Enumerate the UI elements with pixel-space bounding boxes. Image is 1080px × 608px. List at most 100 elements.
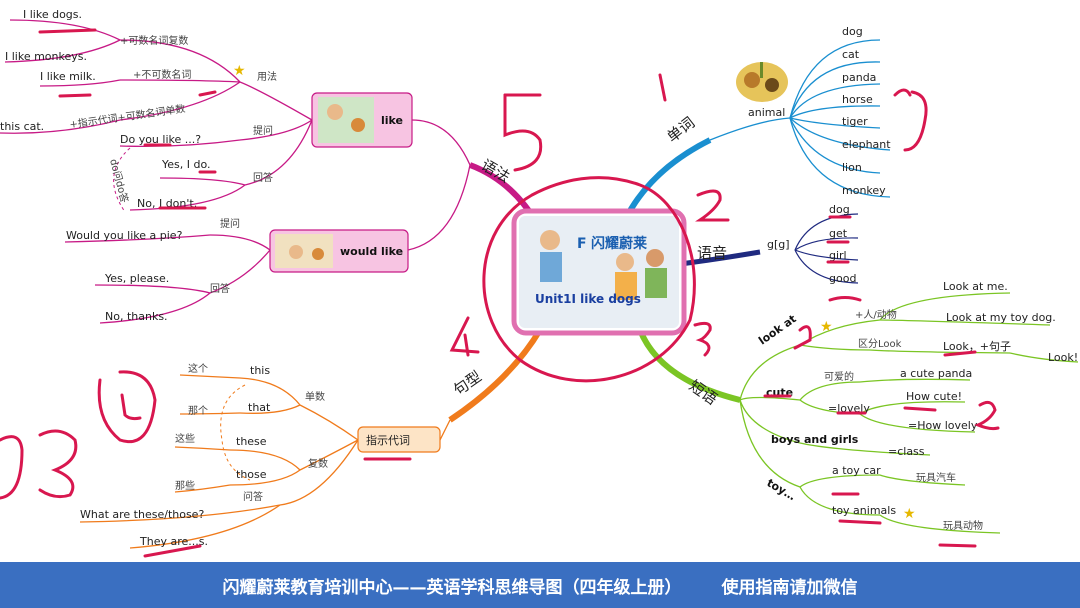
look-exclaim: Look!	[1048, 351, 1078, 364]
toy-example-2: toy animals	[832, 504, 896, 517]
usage-example-2: I like monkeys.	[5, 50, 87, 63]
do-question-note: do问do答	[107, 157, 131, 204]
cute-exclaim-synonym: =How lovely	[908, 419, 978, 432]
like-picture	[318, 97, 374, 143]
brand-name: 闪耀蔚莱	[591, 235, 647, 252]
like-label: like	[381, 114, 403, 127]
usage-note-3: +不可数名词	[133, 68, 191, 81]
look-distinguish-note: 区分Look	[858, 338, 902, 350]
words-lines	[709, 39, 891, 198]
word-item-elephant: elephant	[842, 138, 891, 151]
ask-label: 提问	[253, 124, 273, 137]
singular-label: 单数	[305, 390, 325, 403]
word-these: these	[236, 435, 267, 448]
boys-synonym: =class	[888, 445, 925, 458]
look-at-note: +人/动物	[855, 308, 897, 321]
dashed-link	[220, 384, 251, 481]
answer-sentence: They are...s.	[139, 535, 208, 548]
would-like-label: would like	[340, 245, 403, 258]
answer-label-2: 回答	[210, 282, 230, 295]
center-picture	[540, 252, 562, 282]
phonics-sound: g[g]	[767, 238, 790, 251]
those-meaning: 那些	[175, 479, 195, 492]
dashed-link	[113, 147, 131, 213]
phonics-item-get: get	[829, 227, 848, 240]
phonics-lines	[794, 213, 859, 284]
word-item-dog: dog	[842, 25, 863, 38]
cute-exclaim: How cute!	[906, 390, 962, 403]
grammar-lines	[0, 19, 471, 324]
phonics-item-dog: dog	[829, 203, 850, 216]
word-item-tiger: tiger	[842, 115, 868, 128]
ask-label-2: 提问	[220, 217, 240, 230]
center-picture	[646, 249, 664, 267]
words-group-label: animal	[748, 106, 785, 119]
underline-marks	[38, 28, 977, 558]
usage-example-4: this cat.	[0, 120, 44, 133]
this-meaning: 这个	[188, 362, 208, 375]
cute-meaning: 可爱的	[824, 370, 854, 383]
animal-picture	[736, 62, 788, 102]
phrases-branch-line	[637, 328, 741, 403]
word-that: that	[248, 401, 271, 414]
star-icon: ★	[903, 506, 916, 522]
word-those: those	[236, 468, 267, 481]
star-icon: ★	[820, 319, 833, 335]
demonstrative-label: 指示代词	[366, 433, 410, 447]
word-item-panda: panda	[842, 71, 876, 84]
usage-label: 用法	[257, 70, 277, 83]
brand-logo: F	[577, 236, 587, 252]
usage-example-3: I like milk.	[40, 70, 96, 83]
word-item-monkey: monkey	[842, 184, 886, 197]
words-branch-line	[622, 137, 712, 222]
answer-yes-please: Yes, please.	[104, 272, 169, 285]
like-picture	[351, 118, 365, 132]
look-at-example-1: Look at me.	[943, 280, 1008, 293]
word-item-cat: cat	[842, 48, 860, 61]
usage-note-4: +指示代词+可数名词单数	[69, 102, 186, 131]
star-icon: ★	[233, 63, 246, 79]
phonics-item-good: good	[829, 272, 856, 285]
usage-note-1: +可数名词复数	[120, 34, 188, 47]
look-sentence-pattern: Look，+句子	[943, 340, 1011, 353]
branch-label-words: 单词	[663, 113, 698, 146]
question-sentence: What are these/those?	[80, 508, 204, 521]
word-item-horse: horse	[842, 93, 873, 106]
answer-no-thanks: No, thanks.	[105, 310, 168, 323]
look-at-example-2: Look at my toy dog.	[946, 311, 1056, 324]
answer-label: 回答	[253, 171, 273, 184]
phonics-item-girl: girl	[829, 249, 847, 262]
center-picture	[540, 230, 560, 250]
center-picture	[645, 268, 667, 298]
branch-label-phonics: 语音	[697, 244, 727, 262]
phrase-look-at: look at	[756, 312, 798, 347]
toy-example-1: a toy car	[832, 464, 881, 477]
answer-yes-i-do: Yes, I do.	[161, 158, 211, 171]
footer-banner: 闪耀蔚莱教育培训中心——英语学科思维导图（四年级上册） 使用指南请加微信	[0, 562, 1080, 608]
usage-example-1: I like dogs.	[23, 8, 82, 21]
these-meaning: 这些	[175, 432, 195, 445]
question-do-you-like: Do you like ...?	[120, 133, 201, 146]
branch-label-grammar: 语法	[478, 156, 513, 187]
center-picture	[615, 272, 637, 300]
toy-example-1-meaning: 玩具汽车	[916, 471, 956, 484]
phrase-boys-and-girls: boys and girls	[771, 433, 859, 446]
word-this: this	[250, 364, 270, 377]
phrase-toy: toy…	[765, 476, 798, 503]
would-like-picture	[289, 245, 303, 259]
center-picture	[616, 253, 634, 271]
footer-contact: 使用指南请加微信	[721, 577, 858, 598]
sentences-branch-line	[448, 328, 543, 423]
question-would-you-like: Would you like a pie?	[66, 229, 183, 242]
qa-label: 问答	[243, 490, 263, 503]
mind-map: animal dog cat panda horse tiger elephant lion…	[0, 8, 1078, 558]
sentences-lines	[79, 374, 451, 549]
footer-title: 闪耀蔚莱教育培训中心——英语学科思维导图（四年级上册）	[222, 577, 682, 598]
center-title: Unit1I like dogs	[535, 292, 641, 306]
like-picture	[327, 104, 343, 120]
handwritten-annotations	[0, 73, 1000, 500]
toy-example-2-meaning: 玩具动物	[943, 519, 983, 532]
would-like-picture	[312, 248, 324, 260]
would-like-picture	[275, 234, 333, 268]
word-item-lion: lion	[842, 161, 862, 174]
